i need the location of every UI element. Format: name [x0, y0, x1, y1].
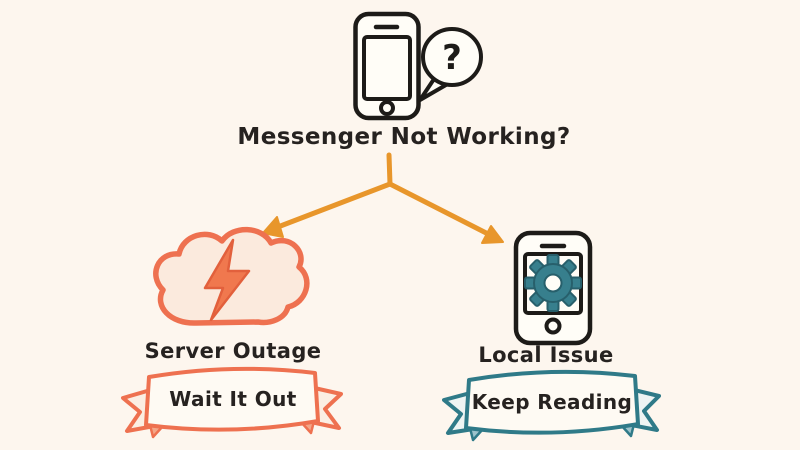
branch-label-server-outage: Server Outage: [144, 339, 322, 363]
speech-bubble: [421, 27, 483, 87]
question-mark-glyph: ?: [442, 38, 462, 78]
arrow-stem: [386, 152, 393, 187]
lightning-bolt: [203, 238, 251, 322]
ribbon-panel: [144, 366, 320, 432]
gear-icon: [524, 254, 582, 312]
arrow-left-head: [262, 216, 284, 238]
branch-arrows: [262, 152, 504, 244]
phone-home-button: [379, 100, 395, 116]
cloud-lightning-icon: [153, 226, 310, 326]
phone-home-button: [544, 317, 562, 335]
smartphone-gear-icon: [513, 230, 593, 346]
ribbon-banner-wait-it-out: [121, 366, 343, 439]
ribbon-panel: [464, 369, 640, 435]
banner-label-keep-reading: Keep Reading: [471, 390, 633, 414]
root-question-title: Messenger Not Working?: [237, 124, 571, 150]
arrow-left-shaft: [267, 181, 393, 233]
arrow-right-head: [481, 225, 504, 244]
ribbon-banner-keep-reading: [442, 369, 661, 442]
phone-screen: [362, 35, 412, 101]
banner-label-wait-it-out: Wait It Out: [169, 387, 297, 411]
smartphone-question-bubble-icon: ?: [353, 11, 483, 121]
branch-label-local-issue: Local Issue: [478, 343, 614, 367]
arrow-right-shaft: [387, 181, 499, 241]
